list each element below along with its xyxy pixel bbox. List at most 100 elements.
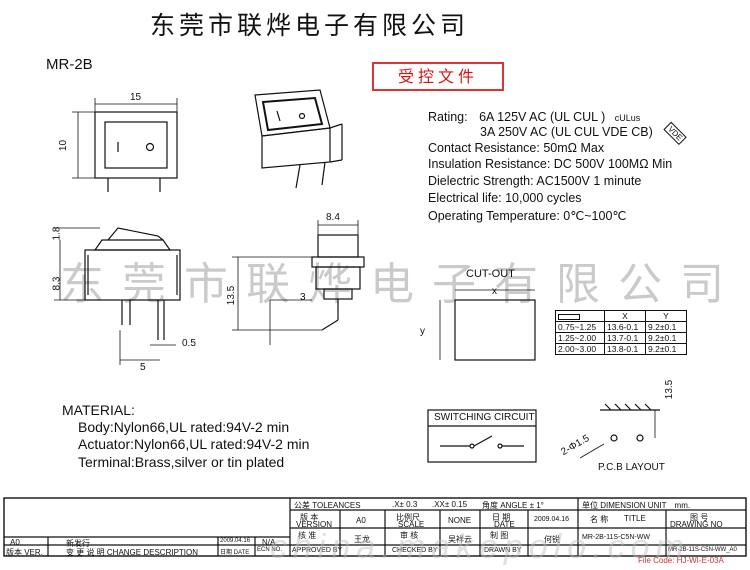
company-name: 东莞市联烨电子有限公司 <box>150 11 470 40</box>
checked-name: 吴祥云 <box>448 535 472 544</box>
date-label: DATE <box>494 520 515 529</box>
cutout-table: X Y 0.75~1.25 13.6-0.1 9.2±0.1 1.25~2.00… <box>555 310 687 355</box>
checked-label: CHECKED BY <box>392 547 438 554</box>
version-cn: 版 本 <box>300 513 319 522</box>
rev-date: 2009.04.16 <box>220 538 251 544</box>
watermark-company: 东莞市联烨电子有限公司 <box>60 259 742 310</box>
table-cell: 13.8-0.1 <box>604 343 646 355</box>
tol-en: TOLEANCES <box>312 501 361 510</box>
drawn-name: 何锐 <box>544 535 560 544</box>
col-date: 日期 DATE <box>220 550 250 556</box>
cutout-y: y <box>420 326 425 337</box>
contact-resistance: Contact Resistance: 50mΩ Max <box>428 141 605 155</box>
top-view-body <box>94 111 178 179</box>
tolerance-1: .X± 0.3 <box>392 500 418 509</box>
version-value: A0 <box>356 516 366 525</box>
operating-temperature: Operating Temperature: 0℃~100℃ <box>428 209 627 223</box>
rating-line-2: 3A 250V AC (UL CUL VDE CB) VDE <box>480 121 688 146</box>
switching-circuit-title: SWITCHING CIRCUIT <box>434 412 535 423</box>
dielectric-strength: Dielectric Strength: AC1500V 1 minute <box>428 174 642 188</box>
material-body: Body:Nylon66,UL rated:94V-2 min <box>78 419 290 435</box>
insulation-resistance: Insulation Resistance: DC 500V 100MΩ Min <box>428 157 673 171</box>
watermark-site: china.makepolo.com <box>270 528 690 566</box>
rev-ecn: N/A <box>262 538 276 547</box>
cutout-header-x: X <box>604 310 646 322</box>
unit-label: 单位 DIMENSION UNIT mm. <box>582 500 690 511</box>
dim-8-4: 8.4 <box>326 212 340 223</box>
scale-label: SCALE <box>398 520 425 529</box>
title-cn: 名 称 <box>590 515 609 524</box>
approved-name: 王龙 <box>354 535 370 544</box>
col-ecn: ECN NO. <box>257 547 283 553</box>
table-row: X Y <box>555 310 687 322</box>
dim-15: 15 <box>130 92 142 103</box>
rev-version: A0 <box>10 538 20 547</box>
cutout-header-y: Y <box>645 310 687 322</box>
tol-cn: 公差 <box>294 501 310 510</box>
approved-label: APPROVED BY <box>292 547 343 554</box>
unit-cn: 单位 <box>582 501 598 510</box>
material-terminal: Terminal:Brass,silver or tin plated <box>78 454 285 470</box>
drawing-no-cn: 图 号 <box>690 513 709 522</box>
title-label: TITLE <box>624 514 646 523</box>
rating-line-1: Rating: 6A 125V AC (UL CUL ) cULus <box>428 110 640 124</box>
panel-thickness-icon <box>558 313 580 320</box>
checked-cn: 审 核 <box>400 531 419 540</box>
rev-description: 新发行 <box>66 539 90 548</box>
col-description: 变 更 说 明 CHANGE DESCRIPTION <box>66 548 199 557</box>
rating-1: 6A 125V AC (UL CUL ) <box>479 110 606 124</box>
table-cell: 9.2±0.1 <box>645 343 687 355</box>
date-cn: 日 期 <box>492 513 511 522</box>
dim-1-8: 1.8 <box>51 226 63 241</box>
drawn-label: DRAWN BY <box>484 547 522 554</box>
version-label: VERSION <box>296 520 333 529</box>
table-cell: 9.2±0.1 <box>645 321 687 333</box>
table-row: 1.25~2.00 13.7-0.1 9.2±0.1 <box>555 332 687 344</box>
rating-label: Rating: <box>428 110 468 124</box>
top-view-actuator <box>104 121 168 169</box>
table-cell: 0.75~1.25 <box>555 321 605 333</box>
cutout-header-blank <box>555 310 605 322</box>
table-cell: 2.00~3.00 <box>555 343 605 355</box>
model-number: MR-2B <box>46 56 93 73</box>
drawing-number: MR-2B-11S-C5N-WW_A0 <box>668 547 737 553</box>
table-row: 0.75~1.25 13.6-0.1 9.2±0.1 <box>555 321 687 333</box>
tolerance-label: 公差 TOLEANCES <box>294 500 361 511</box>
table-row: 2.00~3.00 13.8-0.1 9.2±0.1 <box>555 343 687 355</box>
angle-cn: 角度 <box>482 501 498 510</box>
scale-cn: 比例尺 <box>396 513 420 522</box>
table-cell: 13.7-0.1 <box>604 332 646 344</box>
dim-10: 10 <box>58 139 70 152</box>
col-version: 版本 VER. <box>6 548 43 557</box>
electrical-life: Electrical life: 10,000 cycles <box>428 191 582 205</box>
cutout-rect <box>454 299 536 361</box>
unit-en: DIMENSION UNIT <box>600 501 667 510</box>
approved-cn: 核 准 <box>298 531 317 540</box>
pcb-layout-title: P.C.B LAYOUT <box>598 462 665 473</box>
material-title: MATERIAL: <box>62 402 135 418</box>
ul-icon: cULus <box>614 113 641 123</box>
scale-value: NONE <box>448 516 472 525</box>
dim-13-5-pcb: 13.5 <box>664 379 676 400</box>
controlled-document-stamp: 受控文件 <box>372 62 504 91</box>
date-value: 2009.04.16 <box>534 516 570 523</box>
table-cell: 1.25~2.00 <box>555 332 605 344</box>
rating-2: 3A 250V AC (UL CUL VDE CB) <box>480 125 653 139</box>
cutout-title: CUT-OUT <box>466 268 515 280</box>
drawing-no-label: DRAWING NO <box>670 520 723 529</box>
unit-mm: mm. <box>674 501 691 510</box>
table-cell: 13.6-0.1 <box>604 321 646 333</box>
file-code: File Code: HJ-WI-E-03A <box>638 556 724 565</box>
part-number: MR-2B-11S-C5N-WW <box>582 534 650 541</box>
table-cell: 9.2±0.1 <box>645 332 687 344</box>
cutout-x: x <box>492 286 497 297</box>
material-actuator: Actuator:Nylon66,UL rated:94V-2 min <box>78 436 310 452</box>
dim-3: 3 <box>300 292 306 303</box>
dim-0-5: 0.5 <box>182 338 196 349</box>
tolerance-2: .XX± 0.15 <box>432 500 468 509</box>
angle-en: ANGLE ± 1° <box>500 501 544 510</box>
angle-label: 角度 ANGLE ± 1° <box>482 500 544 511</box>
dim-5: 5 <box>140 362 146 373</box>
drawn-cn: 制 图 <box>490 531 509 540</box>
